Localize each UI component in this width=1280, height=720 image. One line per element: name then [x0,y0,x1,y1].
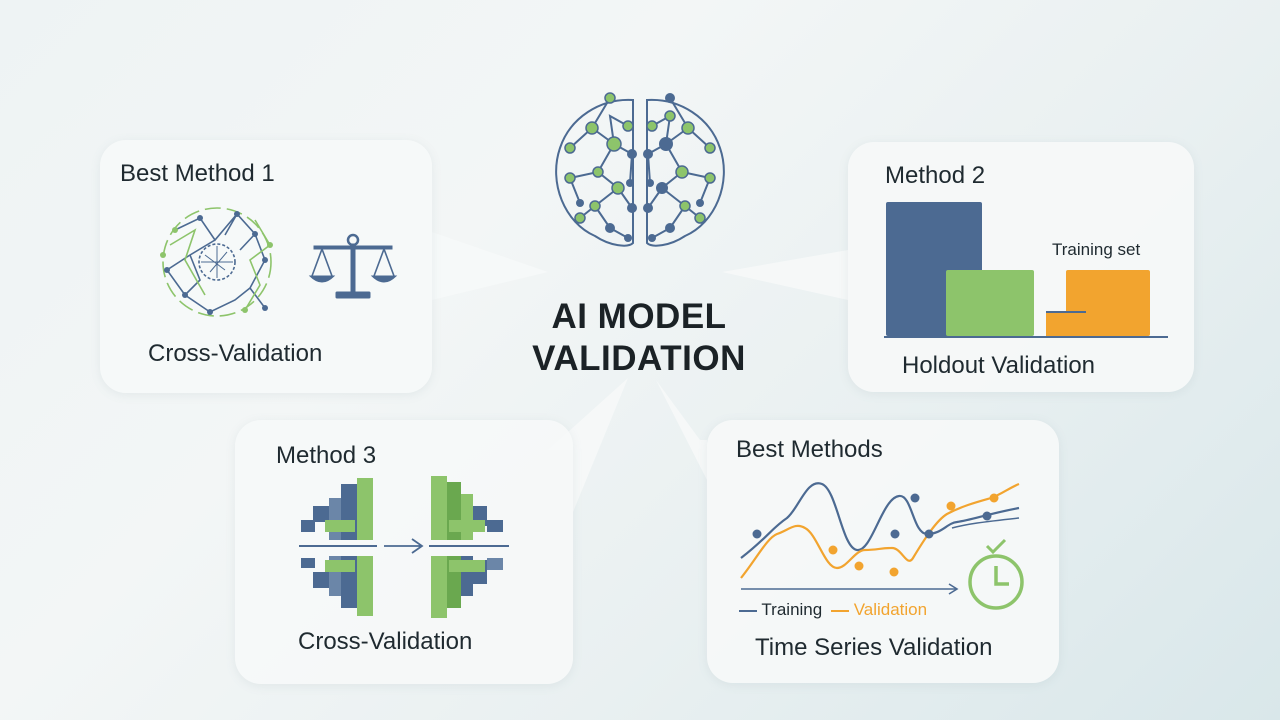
line-chart-icon [740,482,1020,595]
card-caption: Cross-Validation [298,628,473,655]
clock-check-icon [968,538,1024,610]
card-method-2: Method 2 Training set Holdout Validation [848,142,1194,392]
card-title: Method 3 [276,442,377,469]
card-method-3: Method 3 [235,420,573,684]
chart-legend: Training Validation [739,600,927,620]
card-caption: Time Series Validation [755,634,993,661]
title-line-2: VALIDATION [532,339,746,378]
title-line-1: AI MODEL [551,297,727,336]
card-title: Method 2 [885,162,986,189]
card-title: Best Methods [736,436,883,463]
arrow-right-icon [384,538,424,554]
card-caption: Cross-Validation [148,340,323,367]
training-set-label: Training set [1052,240,1141,259]
legend-validation-label: Validation [853,600,928,619]
card-caption: Holdout Validation [902,352,1096,379]
legend-training-swatch [739,609,757,612]
fold-bars-icon [299,476,509,618]
card-best-method-1: Best Method 1 Cross-Validat [100,140,432,393]
bar-chart-icon [884,202,1168,338]
legend-validation-swatch [830,609,849,612]
card-best-methods: Best Methods Training Validation Time Se… [707,420,1059,683]
legend-training-label: Training [761,600,823,619]
circular-network-icon [160,207,273,317]
balance-scale-icon [308,233,398,299]
brain-network-icon [555,92,725,247]
diagram-title: AI MODEL VALIDATION [489,296,789,380]
card-title: Best Method 1 [120,160,275,187]
